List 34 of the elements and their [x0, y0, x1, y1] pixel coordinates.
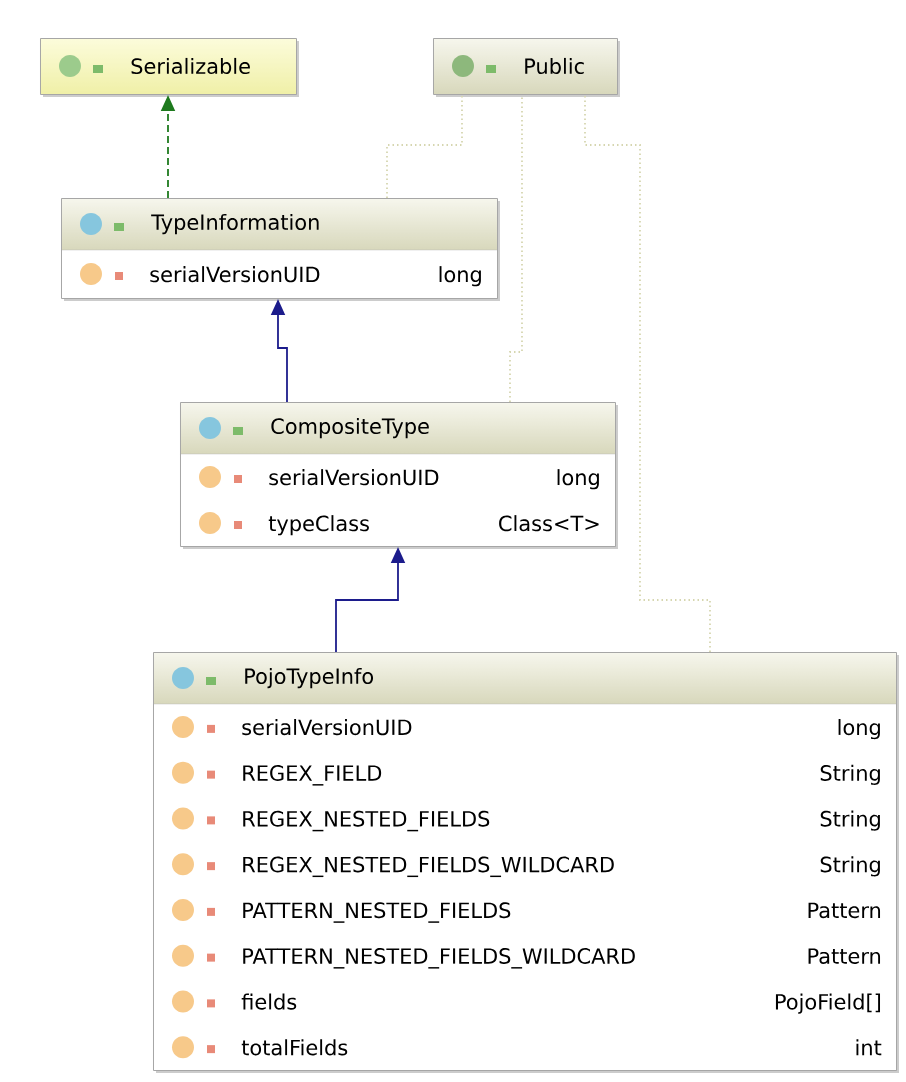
field-name: PATTERN_NESTED_FIELDS	[243, 902, 511, 923]
field-name: REGEX_NESTED_FIELDS_WILDCARD	[243, 856, 614, 878]
class-name: Serializable	[131, 57, 250, 75]
field-name: totalFields	[241, 1039, 348, 1056]
field-name: REGEX_FIELD	[243, 765, 382, 786]
field-type: String	[820, 856, 880, 877]
field-name: PATTERN_NESTED_FIELDS_WILDCARD	[243, 948, 635, 969]
field-type: long	[557, 469, 599, 490]
field-name: serialVersionUID	[150, 266, 320, 283]
dotted-line	[386, 94, 463, 199]
field-type: PojoField[]	[775, 993, 880, 1014]
class-name: Public	[525, 57, 584, 75]
class-name: CompositeType	[271, 417, 429, 439]
class-box	[60, 198, 500, 301]
field-type: Pattern	[808, 948, 880, 964]
field-name: fields	[241, 993, 297, 1010]
field-type: Pattern	[808, 902, 880, 919]
field-name: REGEX_NESTED_FIELDS	[243, 810, 490, 832]
class-box	[433, 38, 620, 97]
field-type: long	[838, 719, 880, 740]
class-box	[152, 652, 899, 1073]
field-name: serialVersionUID	[269, 469, 439, 486]
field-name: typeClass	[268, 515, 369, 536]
field-type: Class<T>	[499, 515, 599, 532]
class-name: TypeInformation	[151, 213, 319, 235]
class-box	[179, 402, 618, 549]
field-type: long	[439, 266, 481, 287]
field-type: String	[820, 810, 880, 831]
field-name: serialVersionUID	[242, 719, 412, 736]
class-box	[40, 38, 299, 97]
class-name: PojoTypeInfo	[245, 667, 373, 689]
field-type: int	[856, 1039, 882, 1056]
dotted-line	[584, 94, 711, 653]
field-type: String	[820, 764, 880, 785]
